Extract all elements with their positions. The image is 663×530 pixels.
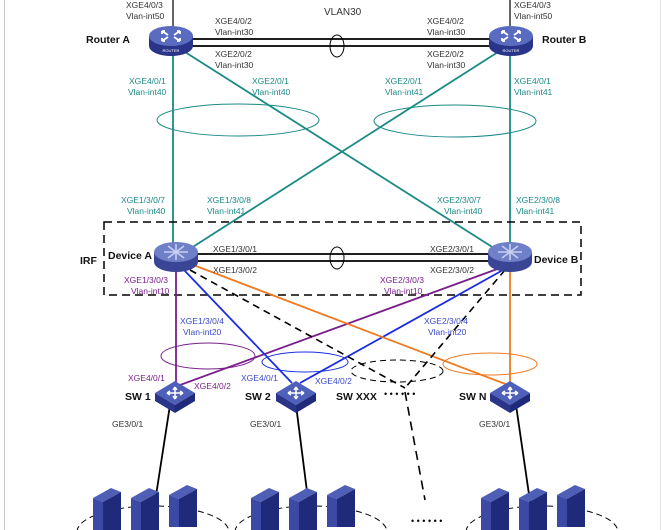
link-ra-db	[184, 51, 498, 251]
swn-switch-icon[interactable]	[489, 380, 531, 414]
swn-ellipse	[442, 352, 538, 376]
device-b-icon[interactable]	[487, 241, 533, 273]
vlan30-label: VLAN30	[324, 7, 362, 18]
router-icon-text: ROUTER	[163, 48, 180, 53]
port-label: XGE2/3/0/4	[424, 316, 468, 326]
port-label: XGE2/0/1	[385, 76, 422, 86]
port-label: XGE1/3/0/1	[213, 244, 257, 254]
irf-aggregation-ellipse	[329, 246, 345, 270]
link-da-sw2	[183, 269, 293, 384]
port-label: XGE1/3/0/4	[180, 316, 224, 326]
router-b[interactable]: ROUTER	[488, 25, 534, 57]
link-da-swn	[195, 265, 509, 386]
link-db-sw2	[299, 269, 504, 384]
port-label: XGE2/3/0/8	[516, 195, 560, 205]
vlan-label: Vlan-int30	[215, 27, 254, 37]
vlan-label: Vlan-int50	[514, 11, 553, 21]
sw2-label: SW 2	[245, 391, 271, 403]
vlan-label: Vlan-int41	[207, 206, 246, 216]
port-label: XGE1/3/0/8	[207, 195, 251, 205]
vlan-label: Vlan-int40	[127, 206, 166, 216]
vlan-label: Vlan-int41	[516, 206, 555, 216]
port-label: XGE2/3/0/7	[437, 195, 481, 205]
vlan30-aggregation-ellipse	[329, 34, 345, 58]
server-icon	[289, 488, 317, 530]
vlan-label: Vlan-int20	[183, 327, 222, 337]
vlan-label: Vlan-int40	[444, 206, 483, 216]
router-b-label: Router B	[542, 34, 587, 46]
link-da-swxxx	[189, 269, 406, 389]
port-label: XGE4/0/2	[427, 16, 464, 26]
device-a-icon[interactable]	[153, 241, 199, 273]
router-a-label: Router A	[86, 34, 130, 46]
swxxx-label: SW XXX	[336, 391, 377, 403]
vlan-label: Vlan-int20	[428, 327, 467, 337]
router-a[interactable]: ROUTER	[148, 25, 194, 57]
port-label: XGE2/3/0/1	[430, 244, 474, 254]
vlan-label: Vlan-int40	[252, 87, 291, 97]
vlan10-ellipse	[160, 342, 256, 370]
diagram-frame	[4, 0, 661, 530]
server-icon	[131, 488, 159, 530]
server-icon	[557, 485, 585, 527]
irf-label: IRF	[80, 255, 98, 267]
device-a-label: Device A	[108, 250, 152, 262]
vlan-label: Vlan-int30	[215, 60, 254, 70]
vlan-label: Vlan-int41	[514, 87, 553, 97]
port-label: XGE2/3/0/2	[430, 265, 474, 275]
server-icon	[519, 488, 547, 530]
port-label: XGE4/0/1	[128, 373, 165, 383]
port-label: XGE4/0/2	[215, 16, 252, 26]
sw1-switch-icon[interactable]	[154, 380, 196, 414]
port-label: XGE4/0/3	[126, 0, 163, 10]
server-group-n	[481, 485, 585, 530]
swxxx-ellipse	[350, 359, 444, 383]
vlan41-ellipse	[373, 104, 537, 138]
server-group-1	[93, 485, 197, 530]
vlan-label: Vlan-int41	[385, 87, 424, 97]
router-icon-text: ROUTER	[503, 48, 520, 53]
server-icon	[169, 485, 197, 527]
link-db-sw1	[179, 267, 501, 386]
port-label: GE3/0/1	[479, 419, 510, 429]
port-label: XGE4/0/3	[514, 0, 551, 10]
more-switches-ellipsis: • • • • • •	[384, 389, 415, 399]
link-swxxx-servers	[404, 391, 426, 501]
port-label: XGE4/0/2	[194, 381, 231, 391]
port-label: XGE4/0/1	[129, 76, 166, 86]
vlan-label: Vlan-int10	[131, 286, 170, 296]
server-icon	[93, 488, 121, 530]
sw1-label: SW 1	[125, 391, 151, 403]
port-label: XGE4/0/2	[315, 376, 352, 386]
port-label: GE3/0/1	[250, 419, 281, 429]
port-label: GE3/0/1	[112, 419, 143, 429]
vlan-label: Vlan-int50	[126, 11, 165, 21]
server-icon	[251, 488, 279, 530]
port-label: XGE2/3/0/3	[380, 275, 424, 285]
server-group-2	[251, 485, 355, 530]
vlan-label: Vlan-int30	[427, 60, 466, 70]
port-label: XGE4/0/1	[241, 373, 278, 383]
link-rb-da	[187, 51, 499, 251]
port-label: XGE1/3/0/7	[121, 195, 165, 205]
port-label: XGE1/3/0/3	[124, 275, 168, 285]
device-b-label: Device B	[534, 254, 579, 266]
port-label: XGE2/0/1	[252, 76, 289, 86]
server-icon	[481, 488, 509, 530]
more-servers-ellipsis: • • • • • •	[411, 516, 442, 526]
port-label: XGE2/0/2	[427, 49, 464, 59]
port-label: XGE2/0/2	[215, 49, 252, 59]
vlan-label: Vlan-int40	[128, 87, 167, 97]
link-db-swxxx	[404, 269, 506, 389]
vlan-label: Vlan-int30	[427, 27, 466, 37]
vlan40-ellipse	[156, 103, 320, 137]
port-label: XGE4/0/1	[514, 76, 551, 86]
port-label: XGE1/3/0/2	[213, 265, 257, 275]
irf-box	[103, 221, 582, 296]
vlan20-ellipse	[261, 351, 349, 373]
vlan-label: Vlan-int10	[384, 286, 423, 296]
sw2-switch-icon[interactable]	[275, 380, 317, 414]
swn-label: SW N	[459, 391, 486, 403]
server-icon	[327, 485, 355, 527]
